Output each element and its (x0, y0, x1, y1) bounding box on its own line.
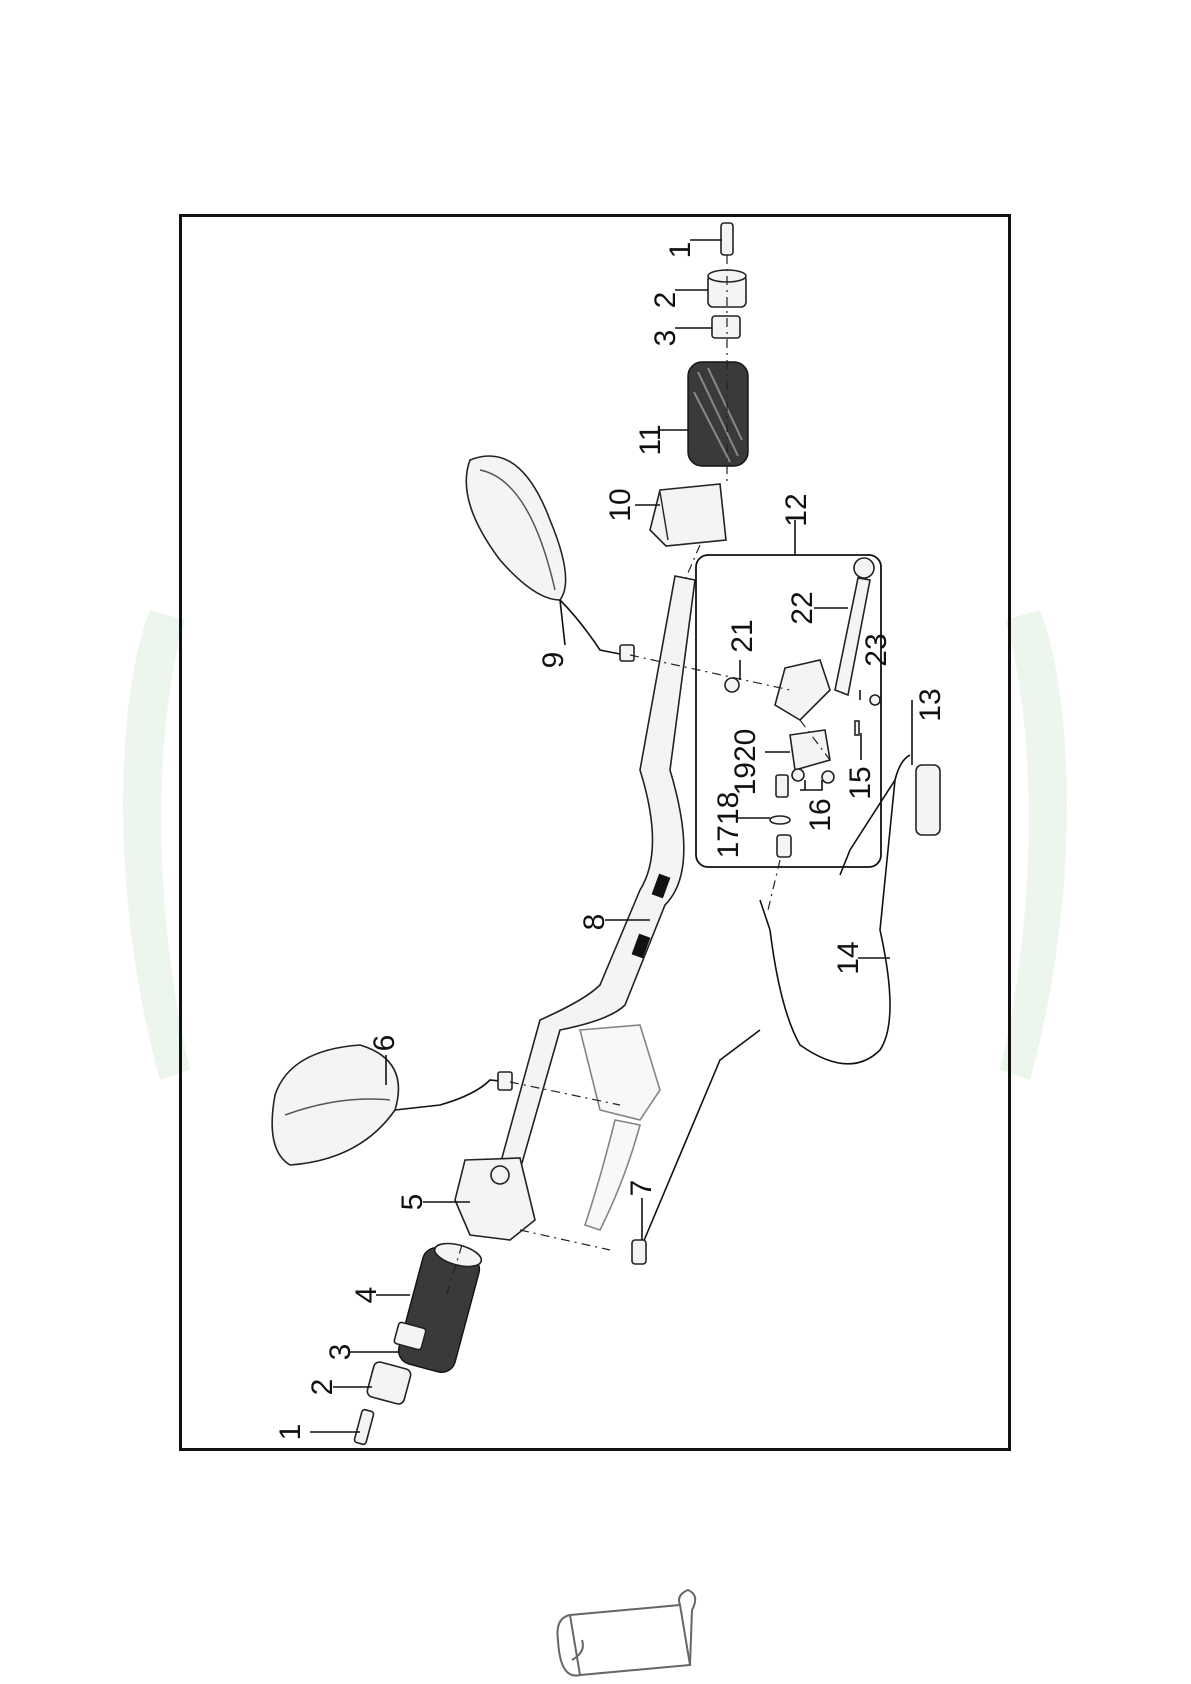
scroll-emblem (558, 1590, 696, 1676)
diagram-frame (179, 214, 1011, 1451)
